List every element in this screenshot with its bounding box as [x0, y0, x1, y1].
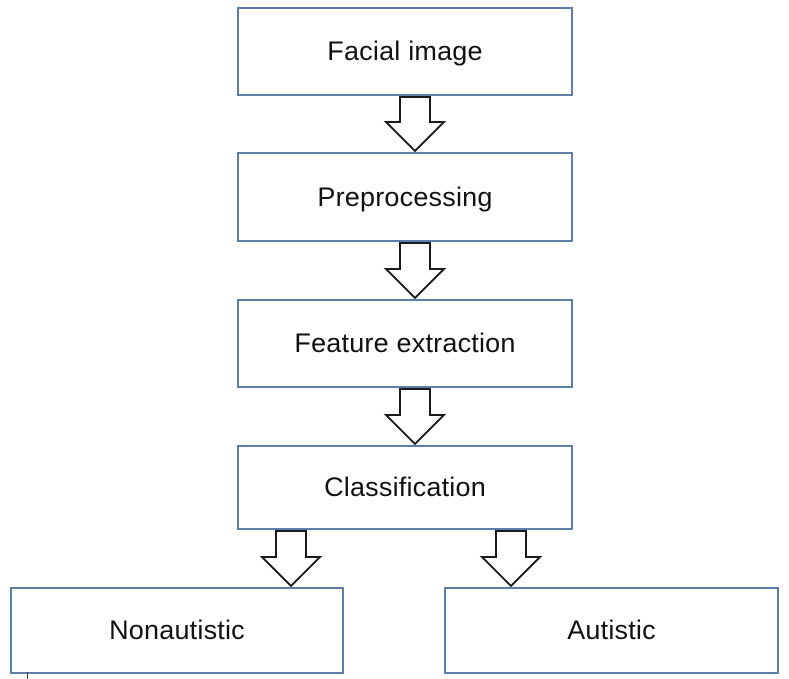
node-autistic: Autistic [444, 587, 779, 674]
arrow-classification-to-nonautistic [259, 530, 323, 588]
node-label: Feature extraction [294, 328, 516, 358]
node-label: Preprocessing [317, 181, 493, 212]
arrow-preprocessing-to-feature-extraction [383, 242, 447, 300]
edge-mark [27, 672, 28, 679]
node-nonautistic: Nonautistic [10, 587, 344, 674]
arrow-classification-to-autistic [479, 530, 543, 588]
node-label: Classification [324, 472, 486, 502]
node-feature-extraction: Feature extraction [237, 299, 573, 388]
node-classification: Classification [237, 445, 573, 530]
node-label: Autistic [567, 615, 656, 645]
arrow-facial-to-preprocessing [383, 96, 447, 153]
node-label: Facial image [327, 36, 483, 66]
arrow-feature-extraction-to-classification [383, 388, 447, 446]
node-facial-image: Facial image [237, 7, 573, 96]
node-preprocessing: Preprocessing [237, 152, 573, 242]
node-label: Nonautistic [109, 615, 245, 645]
